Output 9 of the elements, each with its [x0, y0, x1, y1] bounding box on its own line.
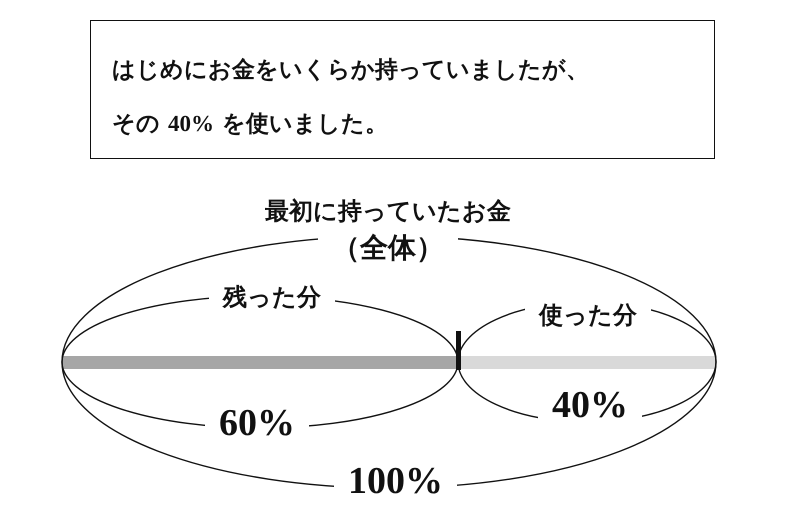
problem-text: はじめにお金をいくらか持っていましたが、その 40% を使いました。: [112, 56, 590, 139]
percentage-label: 100%: [348, 460, 443, 504]
percentage-label: 60%: [219, 402, 295, 446]
remaining-label: 残った分: [223, 284, 321, 312]
whole-amount-label: 最初に持っていたお金: [265, 198, 511, 226]
percentage-label: 40%: [552, 384, 628, 428]
problem-box: [90, 20, 715, 159]
used-label: 使った分: [539, 302, 637, 330]
whole-label: （全体）: [332, 232, 444, 264]
